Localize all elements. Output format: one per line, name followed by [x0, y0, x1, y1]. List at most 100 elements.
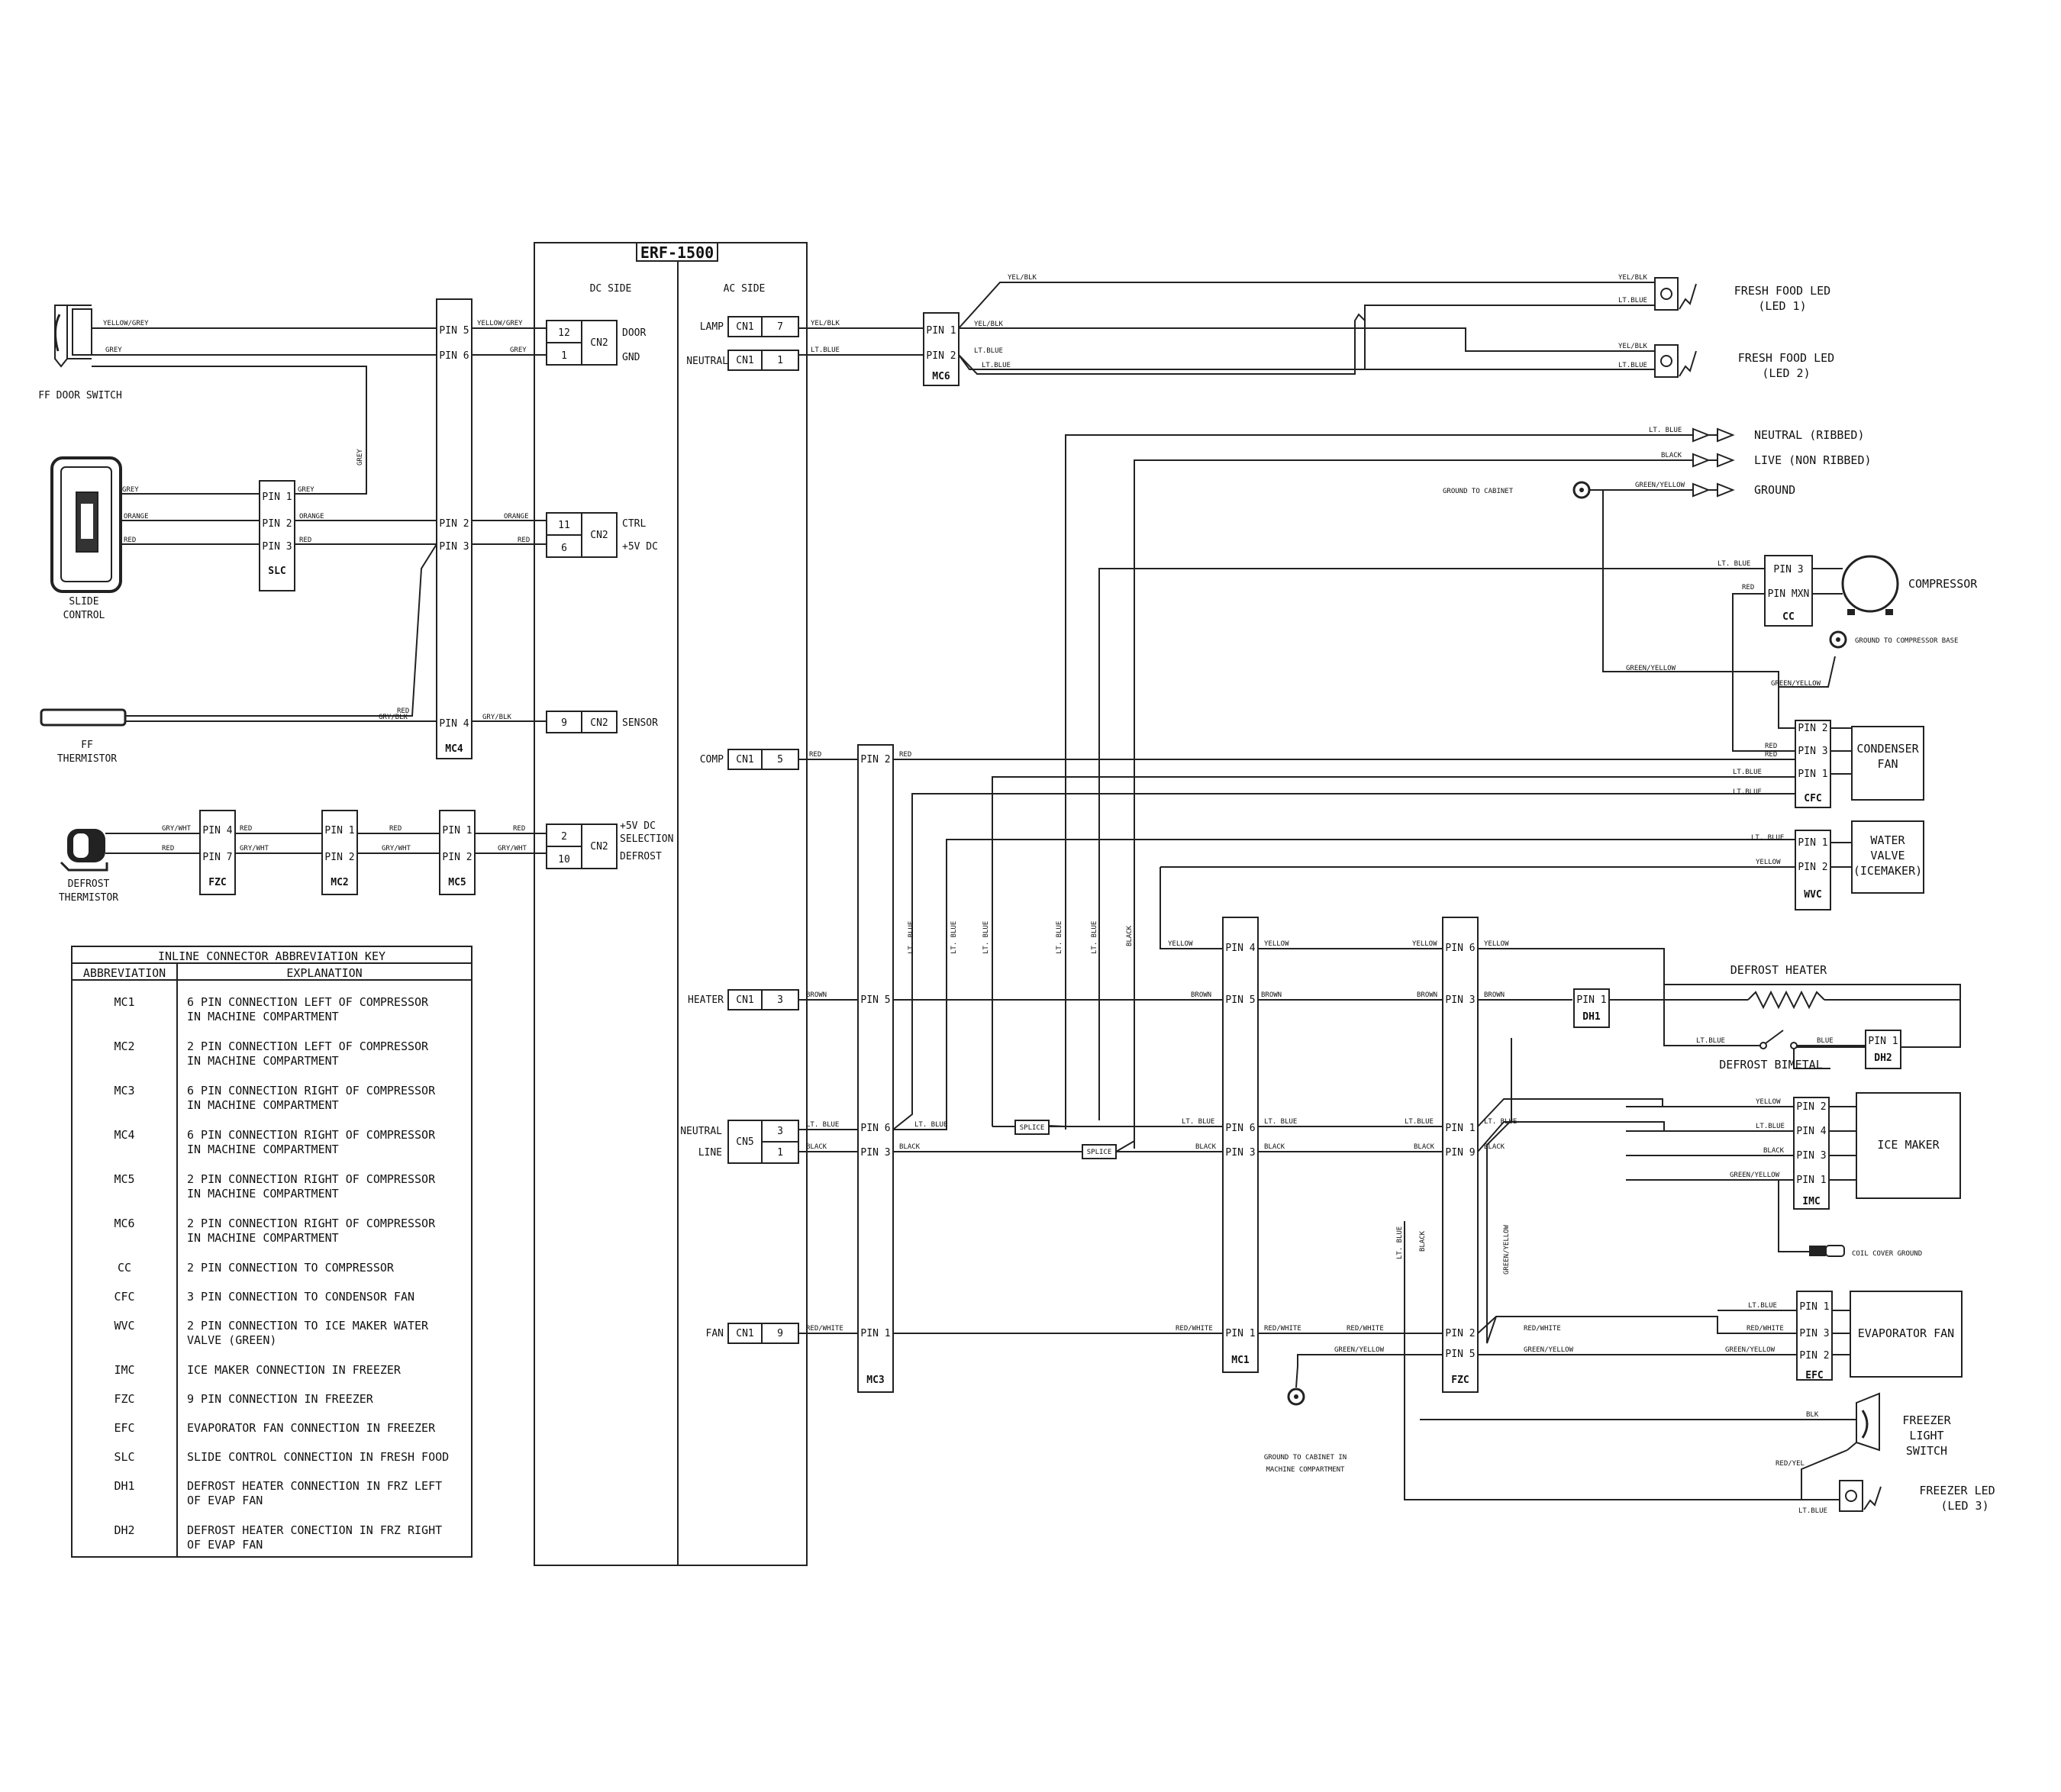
imc-connector: PIN 2 PIN 4 PIN 3 PIN 1 IMC: [1793, 1097, 1830, 1210]
slide-control-label: CONTROL: [63, 610, 105, 621]
splice-2: SPLICE: [1082, 1144, 1117, 1159]
pin-label: PIN 1: [324, 825, 354, 836]
wire-label: GREY: [105, 346, 122, 354]
wire-label: ORANGE: [299, 513, 324, 521]
key-column-header: EXPLANATION: [286, 966, 362, 980]
evaporator-fan-box: EVAPORATOR FAN: [1832, 1291, 1963, 1378]
water-valve-label: VALVE: [1870, 849, 1905, 862]
pin-label: PIN 1: [442, 825, 472, 836]
wire-label: YELLOW/GREY: [477, 320, 523, 327]
ac-connector-comp: COMP CN1 5: [700, 749, 799, 770]
cn-label: CN2: [590, 717, 608, 729]
wire-label: YELLOW: [1264, 940, 1289, 948]
wire-label: BLACK: [1195, 1143, 1217, 1151]
pin-label: PIN 7: [202, 852, 232, 863]
wire-label: LT.BLUE: [1696, 1037, 1725, 1045]
cn-label: CN1: [736, 321, 753, 333]
wire-label: YEL/BLK: [1008, 274, 1037, 282]
wire-label: YEL/BLK: [1618, 274, 1648, 282]
dc-side-label: DC SIDE: [590, 283, 632, 295]
slide-control-icon: [50, 456, 122, 593]
key-abbreviation: MC2: [114, 1039, 134, 1053]
pin-label: PIN 3: [1796, 1150, 1826, 1162]
ff-door-switch-label: FF DOOR SWITCH: [38, 390, 122, 401]
pin-label: PIN 5: [860, 994, 890, 1006]
defrost-thermistor-label: DEFROST: [68, 878, 110, 890]
connector-name: DH1: [1582, 1011, 1601, 1023]
ac-connector-neutral: NEUTRAL CN1 1: [686, 350, 799, 371]
power-cord-arrows: [1692, 427, 1735, 498]
wire-label: BLACK: [1763, 1147, 1785, 1155]
dh1-connector: PIN 1 DH1: [1573, 988, 1610, 1028]
ac-name: LINE: [698, 1147, 722, 1159]
freezer-light-switch-icon: [1847, 1392, 1880, 1452]
pin-label: PIN 6: [860, 1123, 890, 1134]
wire-label: ORANGE: [504, 513, 529, 521]
wire-label: GRY/WHT: [162, 825, 192, 833]
wire-label: YELLOW: [1412, 940, 1437, 948]
pin-label: PIN 4: [1225, 943, 1255, 954]
led-wire-labels: YEL/BLK LT.BLUE YEL/BLK YEL/BLK LT.BLUE …: [811, 274, 1648, 369]
pin-label: PIN 2: [439, 518, 469, 530]
machine-compartment-ground-icon: [1287, 1388, 1305, 1406]
wire-label: BLACK: [1126, 925, 1134, 946]
key-abbreviation: MC4: [114, 1128, 134, 1142]
wire-label: RED: [513, 825, 525, 833]
cfc-connector: PIN 2 PIN 3 PIN 1 CFC: [1795, 720, 1831, 808]
wire-label: BLACK: [1661, 452, 1682, 459]
wire-label: GRY/WHT: [498, 845, 527, 852]
dc-connector-door-gnd: 12 1 CN2 DOOR GND: [546, 320, 646, 366]
wire-label: LT. BLUE: [806, 1121, 839, 1129]
key-explanation: 2 PIN CONNECTION RIGHT OF COMPRESSOR: [187, 1217, 436, 1230]
pin-number: 7: [777, 321, 783, 333]
signal-label: SELECTION: [620, 833, 673, 845]
connector-name: MC6: [932, 371, 950, 382]
key-explanation: 2 PIN CONNECTION RIGHT OF COMPRESSOR: [187, 1172, 436, 1186]
pin-number: 3: [777, 994, 783, 1006]
cn-label: CN1: [736, 754, 753, 765]
key-column-header: ABBREVIATION: [83, 966, 166, 980]
pin-label: PIN MXN: [1768, 588, 1810, 600]
wire-label: RED: [162, 845, 174, 852]
connector-name: MC1: [1231, 1355, 1250, 1366]
compressor-label: COMPRESSOR: [1908, 577, 1978, 591]
key-explanation: 6 PIN CONNECTION LEFT OF COMPRESSOR: [187, 995, 429, 1009]
cn-label: CN2: [590, 337, 608, 349]
pin-label: PIN 1: [1799, 1301, 1829, 1313]
key-abbreviation: MC5: [114, 1172, 134, 1186]
mc1-connector: PIN 4 PIN 5 PIN 6 PIN 3 PIN 1 MC1: [1222, 917, 1259, 1373]
wire-label: BROWN: [1261, 991, 1282, 999]
pin-label: PIN 1: [262, 492, 292, 503]
pin-number: 2: [561, 831, 567, 843]
ff-thermistor-icon: [40, 708, 127, 727]
wire-label: GREEN/YELLOW: [1771, 680, 1821, 688]
pin-label: PIN 4: [1796, 1126, 1826, 1137]
wire-label: LT. BLUE: [1396, 1226, 1404, 1259]
key-explanation: 2 PIN CONNECTION TO COMPRESSOR: [187, 1261, 395, 1275]
led-wiring: [798, 282, 1655, 375]
pin-label: PIN 4: [439, 718, 469, 730]
pin-label: PIN 3: [1798, 746, 1827, 757]
wire-label: LT. BLUE: [1751, 834, 1784, 842]
coil-cover-ground-label: COIL COVER GROUND: [1852, 1250, 1922, 1258]
signal-label: SENSOR: [622, 717, 658, 729]
wire-label: LT.BLUE: [1798, 1507, 1827, 1515]
wire-label: RED: [1765, 743, 1777, 750]
connector-name: CC: [1782, 611, 1795, 623]
pin-label: PIN 6: [1445, 943, 1475, 954]
freezer-led-label: FREEZER LED: [1919, 1484, 1995, 1497]
pin-number: 12: [558, 327, 570, 339]
wire-label: GREEN/YELLOW: [1626, 665, 1676, 672]
wire-label: BLUE: [1817, 1037, 1834, 1045]
key-abbreviation: MC1: [114, 995, 134, 1009]
wire-label: RED: [299, 537, 311, 544]
key-explanation: ICE MAKER CONNECTION IN FREEZER: [187, 1363, 402, 1377]
wire-label: LT.BLUE: [1618, 362, 1647, 369]
wire-label: RED: [518, 537, 530, 544]
slc-connector: PIN 1 PIN 2 PIN 3 SLC: [259, 480, 295, 591]
ac-name: LAMP: [700, 321, 724, 333]
wire-label: RED/WHITE: [1524, 1325, 1561, 1333]
key-explanation: 6 PIN CONNECTION RIGHT OF COMPRESSOR: [187, 1084, 436, 1097]
pin-label: PIN 3: [1773, 564, 1803, 575]
